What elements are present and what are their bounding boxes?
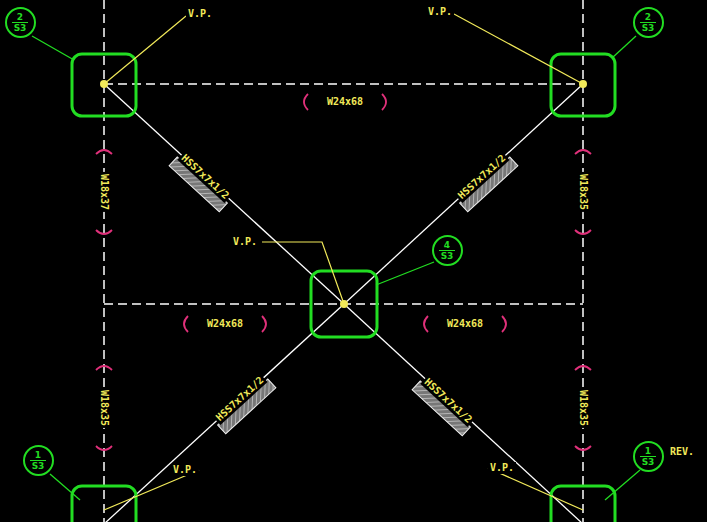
section-callout: 4S3 (432, 235, 463, 266)
callout-number: S3 (12, 22, 29, 33)
beam-size: W18x35 (577, 388, 589, 428)
section-callout: 2S3 (5, 7, 36, 38)
revision-note: REV. (668, 446, 696, 458)
vertex-label: V.P. (231, 236, 259, 248)
beam-size: W18x37 (98, 172, 110, 212)
vertex-label: V.P. (171, 464, 199, 476)
beam-size: W24x68 (445, 318, 485, 330)
callout-number: 1 (33, 450, 43, 460)
callout-number: S3 (640, 456, 657, 467)
section-callout: 2S3 (633, 7, 664, 38)
vertex-label: V.P. (186, 8, 214, 20)
beam-size: W18x35 (98, 388, 110, 428)
section-callout: 1S3 (23, 445, 54, 476)
callout-number: 2 (643, 12, 653, 22)
callout-number: S3 (439, 250, 456, 261)
beam-size: W24x68 (205, 318, 245, 330)
callout-number: S3 (30, 460, 47, 471)
section-callout: 1S3 (633, 441, 664, 472)
callout-number: 4 (442, 240, 452, 250)
callout-number: S3 (640, 22, 657, 33)
beam-size: W18x35 (577, 172, 589, 212)
beam-size: W24x68 (325, 96, 365, 108)
vertex-label: V.P. (426, 6, 454, 18)
callout-number: 2 (15, 12, 25, 22)
vertex-label: V.P. (488, 462, 516, 474)
callout-number: 1 (643, 446, 653, 456)
